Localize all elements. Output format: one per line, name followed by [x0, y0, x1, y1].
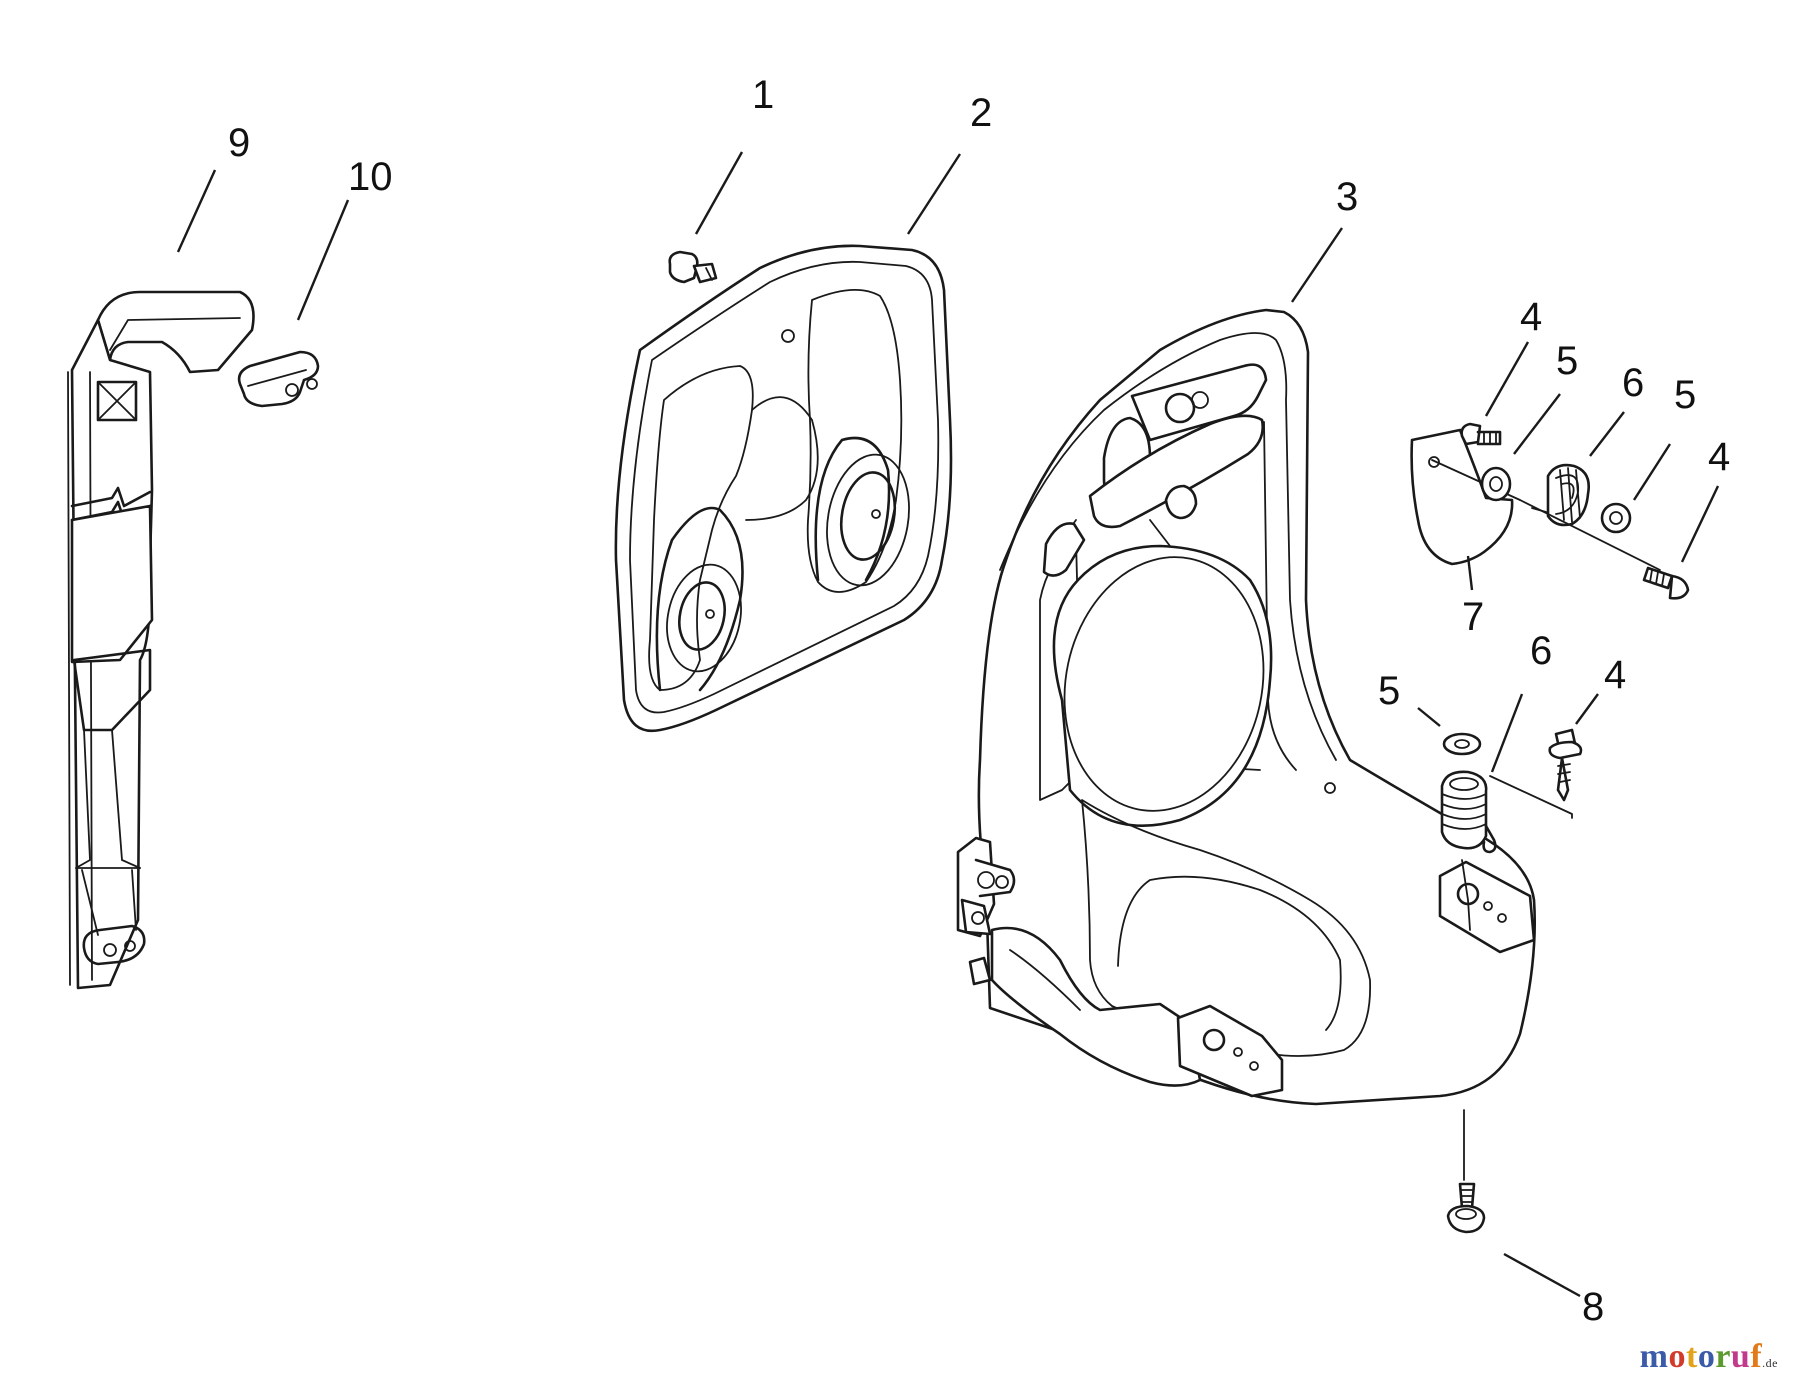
upper-spring — [1531, 463, 1590, 527]
bottom-bolt-part — [1446, 1109, 1486, 1234]
callout-4-right: 4 — [1708, 435, 1730, 479]
callout-4-lower: 4 — [1604, 653, 1626, 697]
watermark-logo: motoruf.de — [1639, 1338, 1778, 1375]
callout-5-top: 5 — [1556, 339, 1578, 383]
back-pad-part — [614, 244, 953, 733]
upper-assembly-axis — [1519, 499, 1661, 571]
callout-2: 2 — [970, 91, 992, 135]
push-pin-part — [668, 250, 718, 284]
upper-bolt-right — [1642, 566, 1690, 600]
leader-lines — [176, 151, 1720, 1298]
callout-6-top: 6 — [1622, 361, 1644, 405]
callout-5-right: 5 — [1674, 373, 1696, 417]
upper-washer-left — [1480, 466, 1512, 502]
backpack-frame-part — [956, 308, 1537, 1106]
callout-3: 3 — [1336, 175, 1358, 219]
callout-9: 9 — [228, 121, 250, 165]
lower-assembly-axis — [1489, 775, 1573, 819]
callout-4-top: 4 — [1520, 295, 1542, 339]
callout-10: 10 — [348, 155, 393, 199]
callout-labels: 1 2 3 4 5 6 5 4 7 5 6 4 8 9 10 — [228, 73, 1730, 1329]
callout-6-lower: 6 — [1530, 629, 1552, 673]
lower-screw — [1548, 728, 1583, 802]
lower-spring-leader — [1461, 859, 1471, 931]
lower-washer — [1442, 732, 1482, 756]
callout-1: 1 — [752, 73, 774, 117]
strap-clip-part — [237, 350, 320, 408]
upper-washer-right — [1600, 502, 1632, 534]
callout-7: 7 — [1462, 595, 1484, 639]
callout-8: 8 — [1582, 1285, 1604, 1329]
upper-bolt-left — [1460, 422, 1502, 446]
shoulder-strap-part — [67, 290, 255, 990]
callout-5-lower: 5 — [1378, 669, 1400, 713]
lower-spring — [1440, 770, 1497, 854]
